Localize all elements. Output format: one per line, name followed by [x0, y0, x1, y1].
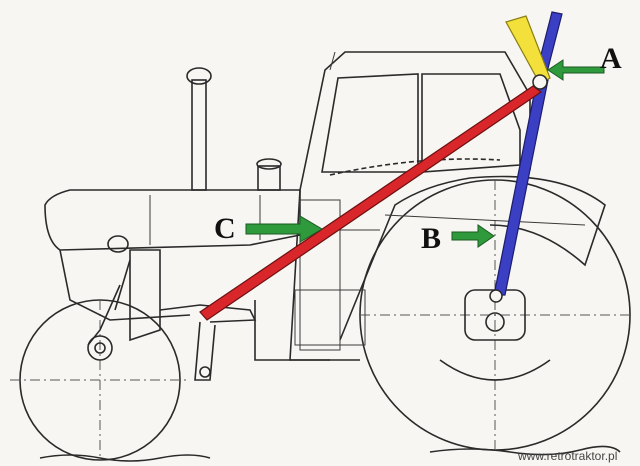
front-linkage — [87, 235, 257, 381]
support-chain — [329, 158, 501, 176]
arrow-c-icon — [245, 215, 323, 243]
label-c: C — [214, 212, 236, 245]
watermark: www.retrotraktor.pl — [517, 449, 617, 463]
cab — [254, 51, 531, 361]
pivot-b — [489, 289, 503, 303]
arrow-a-icon — [547, 59, 605, 81]
engine-hood — [44, 67, 301, 321]
link-a-yellow — [505, 15, 551, 85]
arrow-b-icon — [451, 224, 495, 248]
link-c-red — [199, 85, 543, 321]
rear-fender — [339, 175, 606, 341]
label-b: B — [421, 222, 441, 255]
pivot-a — [532, 74, 548, 90]
label-a: A — [600, 42, 622, 75]
front-wheel — [10, 299, 190, 461]
